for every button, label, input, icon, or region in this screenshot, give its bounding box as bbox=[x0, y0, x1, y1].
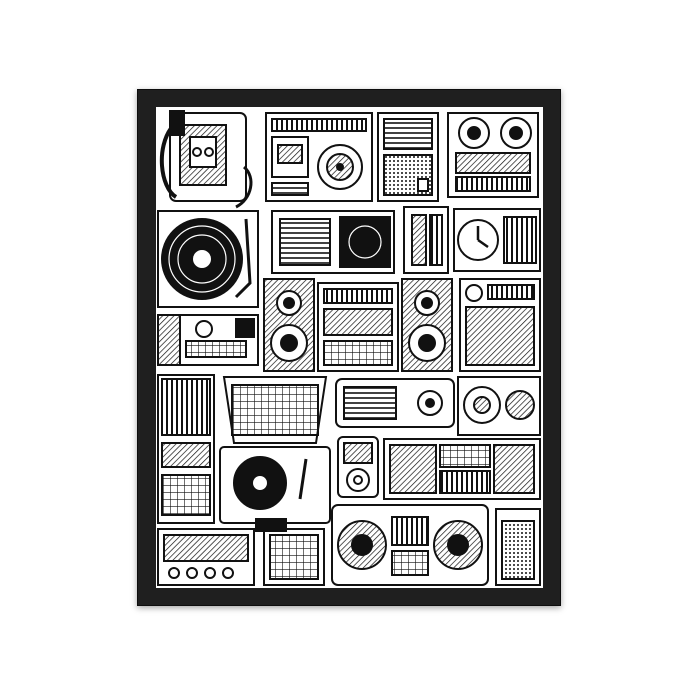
framed-artwork bbox=[156, 107, 543, 588]
portable-record-player-icon bbox=[219, 376, 331, 532]
retro-radio-with-speaker-icon bbox=[271, 210, 395, 274]
boombox-icon bbox=[331, 504, 489, 586]
tape-deck-icon bbox=[157, 314, 259, 366]
clock-radio-icon bbox=[453, 208, 541, 272]
compact-player-icon bbox=[263, 528, 325, 586]
stereo-system-with-speakers-icon bbox=[263, 278, 453, 372]
radio-cabinet-icon bbox=[157, 374, 215, 524]
radio-with-dial-icon bbox=[459, 278, 541, 372]
desk-radio-icon bbox=[335, 378, 455, 428]
boombox-with-turntable-icon bbox=[265, 112, 373, 202]
cassette-player-with-headphones-icon bbox=[159, 110, 253, 209]
amplifier-icon bbox=[157, 528, 255, 586]
reel-to-reel-recorder-icon bbox=[447, 112, 539, 198]
mp3-player-icon bbox=[337, 436, 379, 498]
speaker-icon bbox=[403, 206, 449, 274]
cassette-boombox-icon bbox=[383, 438, 541, 500]
picture-frame bbox=[137, 89, 561, 606]
retro-audio-illustration bbox=[157, 110, 541, 586]
turntable-icon bbox=[157, 210, 259, 308]
small-speaker-radio-icon bbox=[457, 376, 541, 436]
portable-radio-icon bbox=[495, 508, 541, 586]
radio-icon bbox=[377, 112, 439, 202]
